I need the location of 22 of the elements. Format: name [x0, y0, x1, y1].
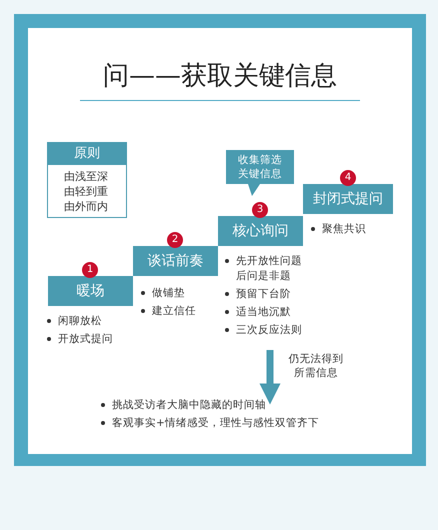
- bullet-item: 三次反应法则: [236, 324, 302, 336]
- step-box: 核心询问: [218, 216, 303, 246]
- bullet-item: 闲聊放松: [58, 315, 102, 327]
- bullet-item: 建立信任: [152, 305, 196, 317]
- down-arrow: [260, 350, 280, 404]
- box-text: 由浅至深由轻到重由外而内: [64, 169, 109, 214]
- step-box: 谈话前奏: [133, 246, 218, 276]
- bullet-item: 预留下台阶: [236, 288, 291, 300]
- principle-box: [47, 142, 127, 218]
- bullet-item: 客观事实+情绪感受，理性与感性双管齐下: [112, 417, 319, 429]
- box-heading: 原则: [48, 143, 126, 165]
- bullet-item: 聚焦共识: [322, 223, 366, 235]
- speech-bubble: [226, 150, 294, 196]
- bullet-item: 做铺垫: [152, 287, 185, 299]
- bullet-item: 开放式提问: [58, 333, 113, 345]
- bullet-item: 适当地沉默: [236, 306, 291, 318]
- step-box: 暖场: [48, 276, 133, 306]
- bubble-text: 收集筛选关键信息: [237, 153, 283, 182]
- bullet-item: 挑战受访者大脑中隐藏的时间轴: [112, 399, 266, 411]
- bullet-item: 先开放性问题后问是非题: [236, 255, 302, 282]
- step-box: 封闭式提问: [303, 184, 393, 214]
- title: 问——获取关键信息: [102, 60, 338, 93]
